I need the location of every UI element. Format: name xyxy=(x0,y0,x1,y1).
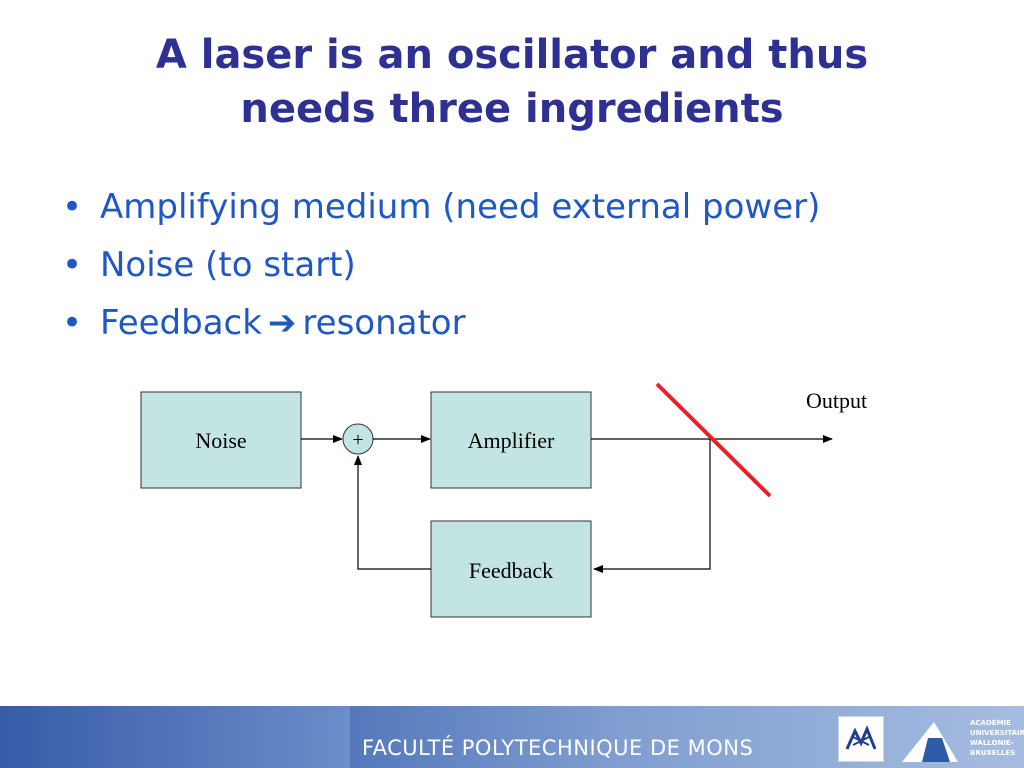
academie-text: ACADÉMIE UNIVERSITAIRE WALLONIE- BRUXELL… xyxy=(970,718,1024,758)
laser-block-diagram: Noise + Amplifier Output Feedback xyxy=(140,382,867,618)
bullet-dot: • xyxy=(62,245,83,285)
bullet-text-before: Feedback xyxy=(100,303,262,343)
feedback-label: Feedback xyxy=(469,558,553,583)
footer-pattern xyxy=(0,706,350,768)
feedback-to-sum-arrow xyxy=(354,455,431,570)
footer-banner: FACULTÉ POLYTECHNIQUE DE MONS ACADÉMIE U… xyxy=(0,706,1024,768)
beam-splitter-mirror xyxy=(655,382,772,498)
slide-title: A laser is an oscillator and thus needs … xyxy=(0,28,1024,136)
amplifier-label: Amplifier xyxy=(468,428,555,453)
academie-line: UNIVERSITAIRE xyxy=(970,729,1024,737)
fpms-logo-icon xyxy=(838,716,884,762)
feedback-box xyxy=(430,520,592,618)
academie-line: BRUXELLES xyxy=(970,749,1016,757)
bullet-text: Amplifying medium (need external power) xyxy=(100,187,821,227)
bullet-item: • Feedback➔resonator xyxy=(62,294,820,352)
bullet-dot: • xyxy=(62,187,83,227)
bullet-text: Noise (to start) xyxy=(100,245,356,285)
bullet-dot: • xyxy=(62,303,83,343)
output-label: Output xyxy=(806,388,867,413)
noise-box xyxy=(140,391,302,489)
bullet-list: • Amplifying medium (need external power)… xyxy=(62,178,820,352)
right-arrow-icon: ➔ xyxy=(267,303,297,343)
institution-name: FACULTÉ POLYTECHNIQUE DE MONS xyxy=(362,736,754,760)
sum-label: + xyxy=(352,429,363,451)
bullet-item: • Amplifying medium (need external power) xyxy=(62,178,820,236)
slide-title-line-2: needs three ingredients xyxy=(240,86,784,132)
noise-label: Noise xyxy=(195,428,246,453)
bullet-text-after: resonator xyxy=(302,303,466,343)
slide-title-line-1: A laser is an oscillator and thus xyxy=(155,32,869,78)
mirror-to-feedback-arrow xyxy=(593,439,711,573)
academie-logo-icon xyxy=(902,722,958,762)
amplifier-box xyxy=(430,391,592,489)
academie-line: WALLONIE- xyxy=(970,739,1014,747)
academie-line: ACADÉMIE xyxy=(970,719,1011,727)
bullet-item: • Noise (to start) xyxy=(62,236,820,294)
